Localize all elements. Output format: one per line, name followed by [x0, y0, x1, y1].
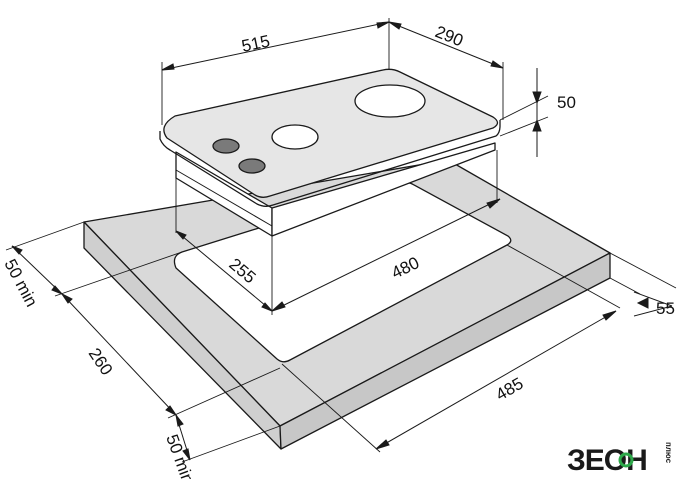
dimension-lines [11, 21, 673, 461]
large-burner [354, 84, 426, 118]
small-burner [271, 124, 319, 150]
hob-body-right [271, 142, 496, 237]
brand-logo: ЗЕОН плюс [567, 442, 673, 477]
logo-brand-text: ЗЕОН [567, 444, 647, 477]
control-knob [212, 138, 240, 154]
hob-glass-edge [159, 120, 501, 207]
logo-suffix-text: плюс [664, 442, 673, 464]
power-icon [618, 452, 634, 468]
dim-hob-width: 515 [240, 31, 272, 55]
dim-margin-back: 50 min [0, 256, 41, 310]
dim-hob-depth: 290 [433, 22, 466, 50]
dim-hob-height: 50 [557, 93, 576, 112]
dim-margin-front: 50 min [162, 432, 197, 479]
dim-counter-depth: 260 [85, 345, 117, 379]
dim-counter-width: 485 [493, 374, 527, 405]
dim-counter-thickness: 55 [656, 299, 675, 318]
control-knob [238, 158, 266, 174]
extension-lines [5, 18, 677, 463]
hob [159, 68, 501, 237]
